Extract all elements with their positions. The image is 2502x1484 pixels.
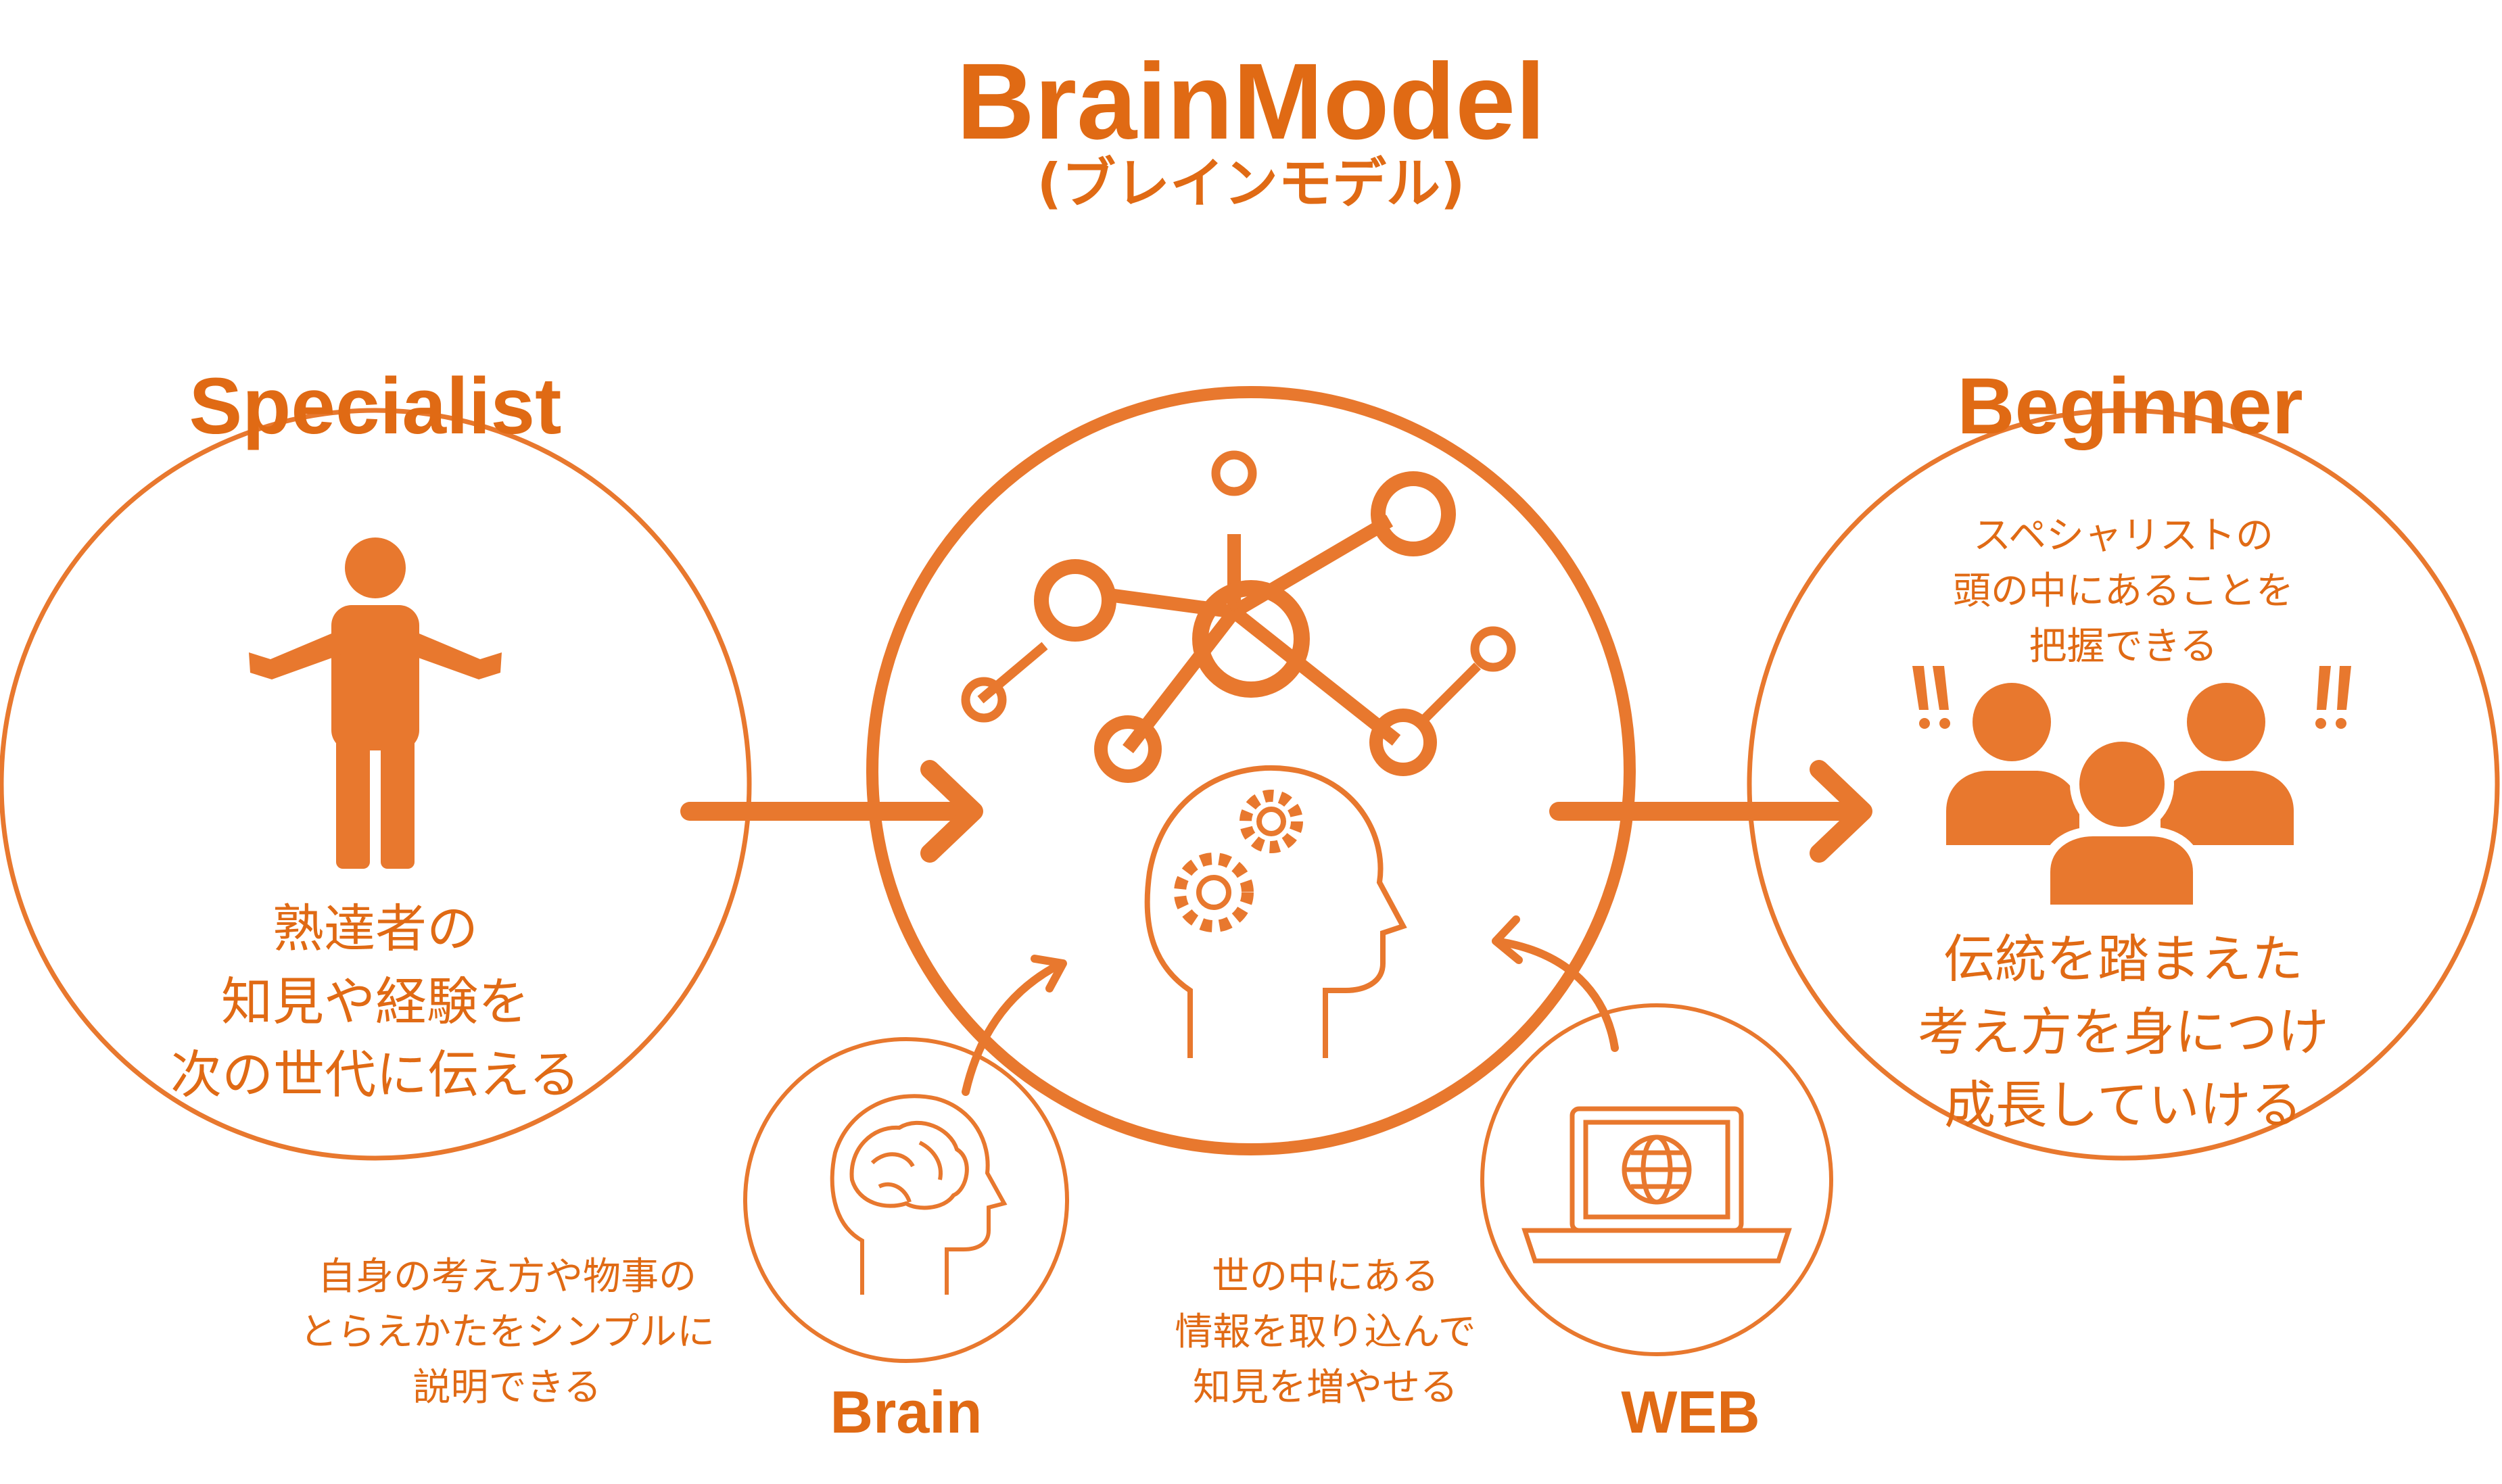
- specialist-heading: Specialist: [189, 362, 562, 451]
- beginner-note: スペシャリストの 頭の中にあることを 把握できる: [1887, 508, 2360, 675]
- arrow-brain-to-center: [962, 955, 1067, 1096]
- web-line: 知見を増やせる: [1193, 1366, 1458, 1410]
- arrow-specialist-to-center: [680, 760, 983, 863]
- beginner-line: 伝統を踏まえた: [1943, 929, 2303, 989]
- web-circle: [1480, 1003, 1833, 1356]
- web-line: 世の中にある: [1212, 1255, 1439, 1299]
- beginner-line: 考え方を身につけ: [1918, 1002, 2329, 1062]
- page-subtitle: (ブレインモデル): [1037, 152, 1465, 215]
- brain-circle: [743, 1037, 1069, 1363]
- specialist-line: 熟達者の: [273, 899, 478, 959]
- exclamation-right-icon: [2315, 666, 2351, 729]
- exclamation-left-icon: [1912, 666, 1950, 729]
- arrow-center-to-beginner: [1549, 760, 1872, 863]
- page-title: BrainModel: [956, 41, 1546, 162]
- specialist-line: 次の世代に伝える: [170, 1045, 580, 1105]
- beginner-description: 伝統を踏まえた 考え方を身につけ 成長していける: [1887, 923, 2360, 1142]
- specialist-line: 知見や経験を: [221, 972, 529, 1032]
- beginner-note-line: スペシャリストの: [1973, 514, 2274, 558]
- arrow-web-to-center: [1492, 915, 1619, 1052]
- beginner-heading: Beginner: [1957, 362, 2303, 451]
- web-line: 情報を取り込んで: [1175, 1310, 1476, 1354]
- person-icon: [249, 537, 502, 869]
- center-circle: [866, 386, 1636, 1155]
- beginner-note-line: 頭の中にあることを: [1953, 569, 2294, 613]
- head-gears-icon: [1144, 765, 1407, 1058]
- web-description: 世の中にある 情報を取り込んで 知見を増やせる: [1116, 1249, 1535, 1416]
- beginner-note-line: 把握できる: [2029, 625, 2218, 669]
- brain-line: 自身の考え方や物事の: [318, 1255, 697, 1299]
- specialist-description: 熟達者の 知見や経験を 次の世代に伝える: [139, 892, 612, 1111]
- specialist-circle: [0, 408, 752, 1161]
- beginner-circle: [1747, 408, 2500, 1161]
- web-label: WEB: [1621, 1379, 1760, 1445]
- brain-head-icon: [830, 1094, 1008, 1295]
- group-icon: [1946, 683, 2294, 914]
- brain-label: Brain: [830, 1379, 983, 1445]
- brain-line: 説明できる: [412, 1366, 602, 1410]
- brain-description: 自身の考え方や物事の とらえかたをシンプルに 説明できる: [257, 1249, 757, 1416]
- network-icon: [961, 450, 1516, 783]
- brain-line: とらえかたをシンプルに: [299, 1310, 715, 1354]
- beginner-line: 成長していける: [1944, 1075, 2303, 1135]
- laptop-globe-icon: [1521, 1106, 1792, 1264]
